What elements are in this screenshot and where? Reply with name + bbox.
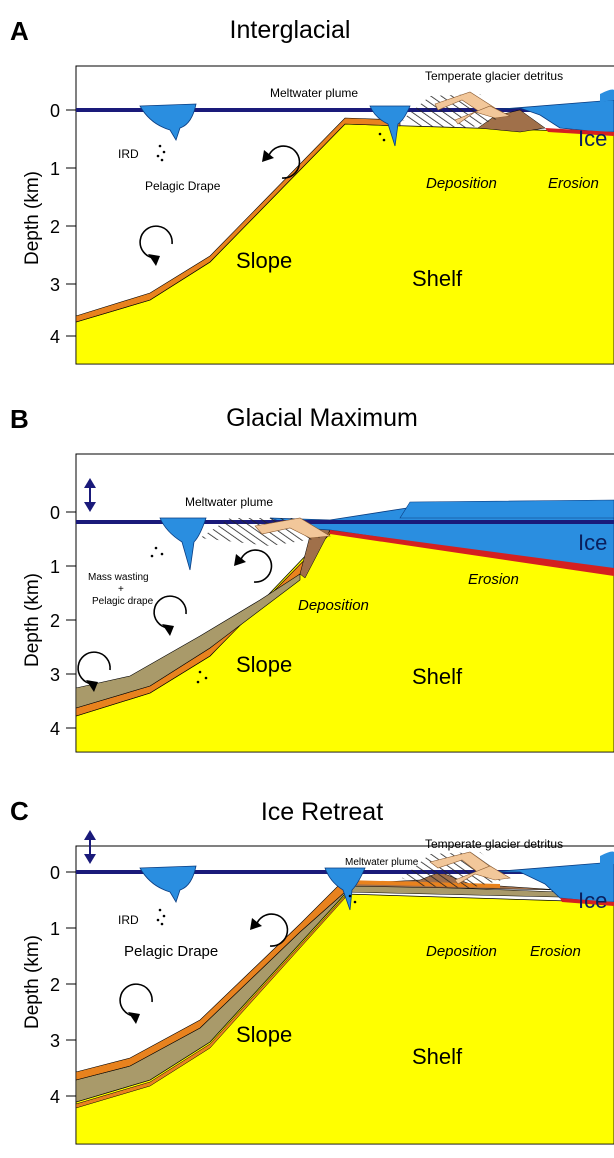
mass-wasting-layer	[75, 573, 301, 709]
label-deposition: Deposition	[298, 597, 369, 614]
pelagic-drape-layer	[75, 117, 401, 323]
tick-label: 4	[50, 1087, 60, 1107]
label-meltwater-plume: Meltwater plume	[185, 495, 273, 509]
meltwater-plume-left	[139, 865, 197, 903]
lower-drape-layer	[75, 895, 346, 1109]
tick-label: 4	[50, 327, 60, 347]
label-erosion: Erosion	[530, 943, 581, 960]
label-temperate-detritus: Temperate glacier detritus	[425, 837, 563, 851]
panel-letter: B	[10, 404, 29, 434]
circulation-arrow	[119, 983, 153, 1017]
y-axis-label: Depth (km)	[22, 935, 43, 1029]
label-slope: Slope	[236, 1022, 292, 1047]
label-ird: IRD	[118, 147, 139, 161]
tick-label: 3	[50, 275, 60, 295]
label-pelagic-drape: Pelagic drape	[92, 596, 154, 607]
label-slope: Slope	[236, 248, 292, 273]
ird-dots	[156, 894, 357, 926]
tick-label: 0	[50, 503, 60, 523]
label-mass-wasting: Mass wasting	[88, 572, 149, 583]
label-ice: Ice	[578, 530, 607, 555]
arrow-head	[86, 680, 98, 692]
erosion-layer	[560, 898, 614, 906]
diagram-interglacial: A Interglacial Ice Temperate glacier det…	[10, 16, 614, 365]
label-shelf: Shelf	[412, 664, 463, 689]
arrow-head	[162, 624, 174, 636]
panel-title: Ice Retreat	[261, 798, 383, 826]
tick-label: 3	[50, 665, 60, 685]
ird-dots	[150, 546, 208, 684]
ice-sheet	[489, 99, 614, 133]
label-meltwater-plume: Meltwater plume	[345, 857, 419, 868]
label-pelagic-drape: Pelagic Drape	[145, 179, 221, 193]
sea-level-arrow	[84, 478, 96, 512]
erosion-layer	[330, 530, 614, 576]
label-slope: Slope	[236, 652, 292, 677]
circulation-arrow	[153, 595, 187, 629]
detritus-streamer	[254, 517, 331, 539]
arrow-head	[128, 1012, 140, 1024]
meltwater-plume-shelf	[369, 105, 411, 147]
circulation-arrow	[139, 225, 173, 259]
label-erosion: Erosion	[548, 175, 599, 192]
meltwater-plume-left	[139, 103, 197, 141]
y-axis-label: Depth (km)	[22, 573, 43, 667]
detritus-streamer	[454, 105, 512, 125]
panel-ice-retreat: C Ice Retreat Ice Temperate glacier detr…	[0, 780, 614, 1150]
arrow-head	[250, 918, 262, 930]
meltwater-plume-shelf	[324, 867, 366, 911]
sea-level-arrow	[84, 830, 96, 864]
diagram-ice-retreat: C Ice Retreat Ice Temperate glacier detr…	[10, 796, 614, 1145]
arrow-head	[148, 254, 160, 266]
tick-label: 1	[50, 919, 60, 939]
circulation-arrow	[77, 651, 111, 685]
diagram-glacial-maximum: B Glacial Maximum Ice Meltwater plume Ma…	[10, 404, 614, 753]
circulation-arrow	[255, 913, 289, 947]
tick-label: 1	[50, 557, 60, 577]
y-ticks: 0 1 2 3 4	[50, 863, 76, 1107]
label-meltwater-plume: Meltwater plume	[270, 86, 358, 100]
label-ird: IRD	[118, 913, 139, 927]
ird-dots	[156, 132, 386, 162]
label-deposition: Deposition	[426, 943, 497, 960]
circulation-arrow	[267, 145, 301, 179]
detritus-streamer	[454, 865, 511, 885]
panel-letter: A	[10, 16, 29, 46]
tick-label: 2	[50, 975, 60, 995]
meltwater-plume	[159, 517, 207, 571]
label-erosion: Erosion	[468, 571, 519, 588]
ice-top	[600, 851, 614, 864]
tick-label: 3	[50, 1031, 60, 1051]
label-shelf: Shelf	[412, 266, 463, 291]
panel-glacial-maximum: B Glacial Maximum Ice Meltwater plume Ma…	[0, 388, 614, 758]
tick-label: 2	[50, 217, 60, 237]
panel-title: Glacial Maximum	[226, 404, 418, 432]
erosion-layer	[545, 128, 614, 136]
label-plus: +	[118, 584, 124, 595]
y-axis-label: Depth (km)	[22, 171, 43, 265]
panel-interglacial: A Interglacial Ice Temperate glacier det…	[0, 0, 614, 370]
ice-top	[399, 499, 614, 519]
arrow-head	[262, 150, 274, 162]
tick-label: 2	[50, 611, 60, 631]
panel-title: Interglacial	[230, 16, 351, 44]
y-ticks: 0 1 2 3 4	[50, 101, 76, 347]
label-temperate-detritus: Temperate glacier detritus	[425, 69, 563, 83]
tick-label: 1	[50, 159, 60, 179]
ice-top	[600, 89, 614, 102]
circulation-arrow	[239, 549, 273, 583]
panel-letter: C	[10, 796, 29, 826]
label-deposition: Deposition	[426, 175, 497, 192]
label-ice: Ice	[578, 126, 607, 151]
tick-label: 4	[50, 719, 60, 739]
label-pelagic-drape: Pelagic Drape	[124, 943, 218, 960]
label-ice: Ice	[578, 888, 607, 913]
tick-label: 0	[50, 101, 60, 121]
label-shelf: Shelf	[412, 1044, 463, 1069]
arrow-head	[234, 554, 246, 566]
tick-label: 0	[50, 863, 60, 883]
y-ticks: 0 1 2 3 4	[50, 503, 76, 739]
